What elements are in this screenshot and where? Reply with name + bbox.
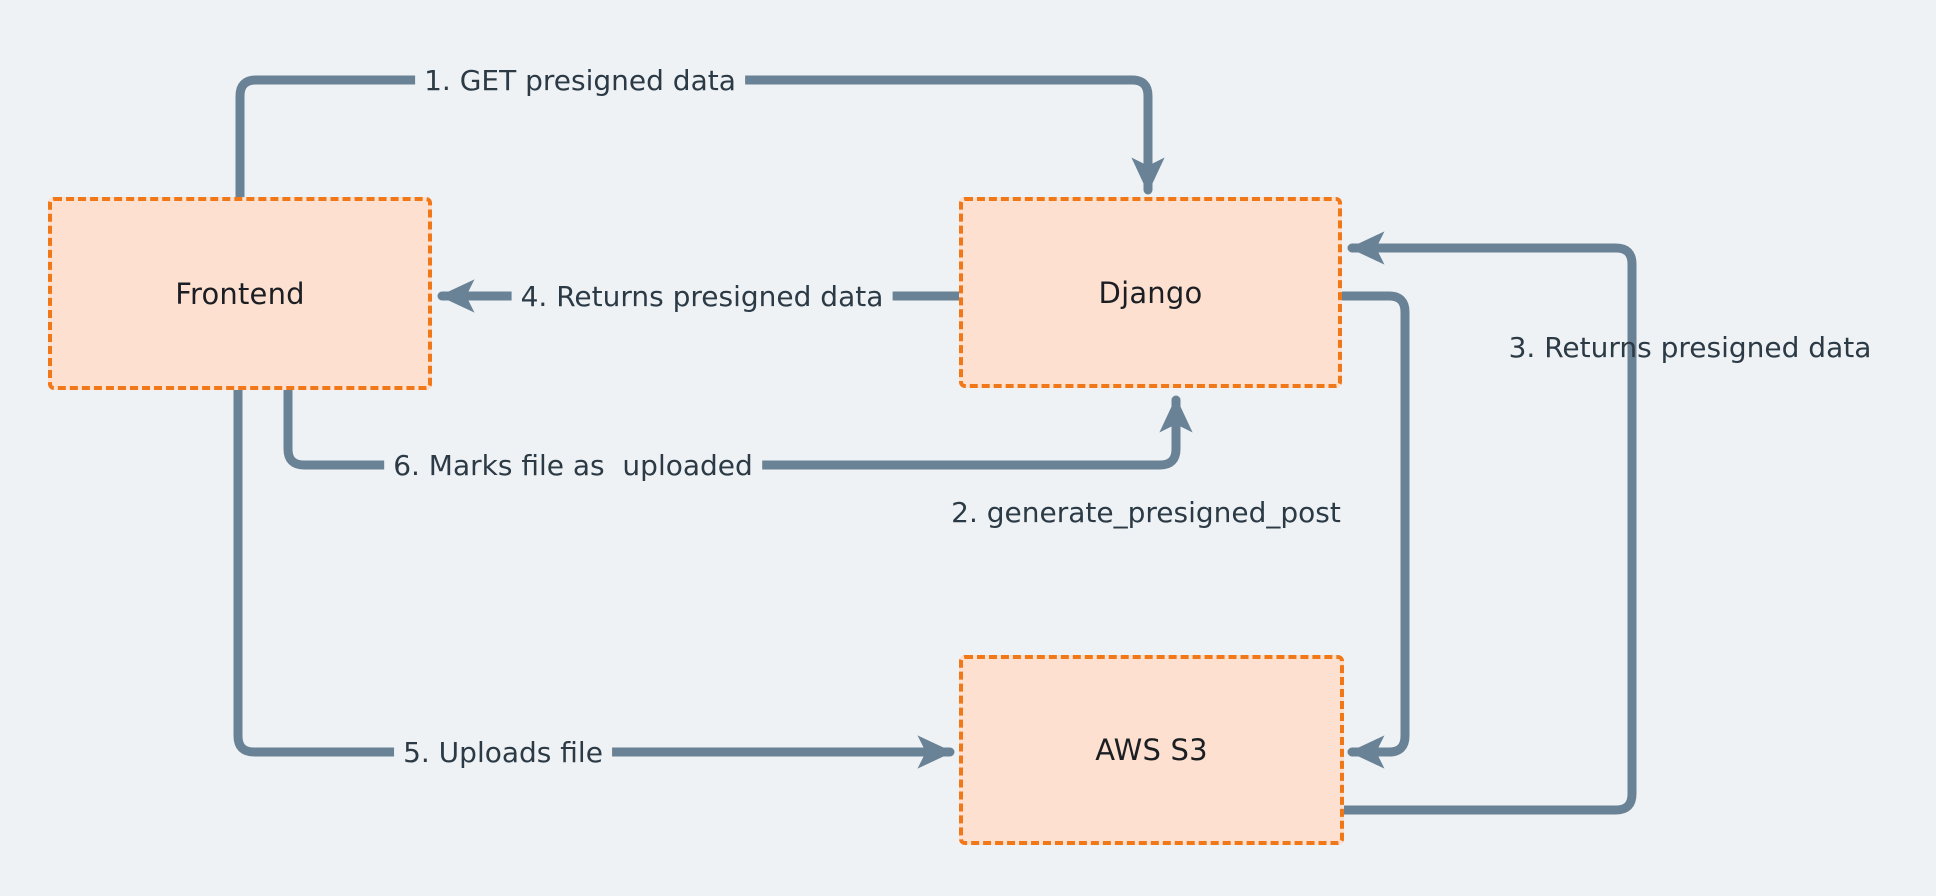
edge-path-3-returns-presigned-data bbox=[1339, 231, 1637, 815]
edge-label-5-uploads-file: 5. Uploads file bbox=[394, 736, 612, 770]
node-frontend[interactable]: Frontend bbox=[48, 197, 432, 390]
node-aws-s3[interactable]: AWS S3 bbox=[959, 655, 1344, 845]
edge-label-6-marks-file-as-uploaded: 6. Marks file as uploaded bbox=[384, 449, 762, 483]
edge-label-4-returns-presigned-data: 4. Returns presigned data bbox=[511, 280, 893, 314]
node-django-label: Django bbox=[1098, 275, 1203, 310]
node-django[interactable]: Django bbox=[959, 197, 1342, 388]
edge-label-2-generate-presigned-post: 2. generate_presigned_post bbox=[951, 496, 1341, 529]
edge-label-1-get-presigned-data: 1. GET presigned data bbox=[415, 64, 745, 98]
node-frontend-label: Frontend bbox=[175, 276, 305, 311]
edge-path-5-uploads-file bbox=[233, 385, 955, 769]
edge-path-2-generate-presigned-post bbox=[1337, 291, 1410, 769]
edge-label-3-returns-presigned-data: 3. Returns presigned data bbox=[1508, 331, 1872, 364]
node-aws-s3-label: AWS S3 bbox=[1095, 733, 1208, 767]
